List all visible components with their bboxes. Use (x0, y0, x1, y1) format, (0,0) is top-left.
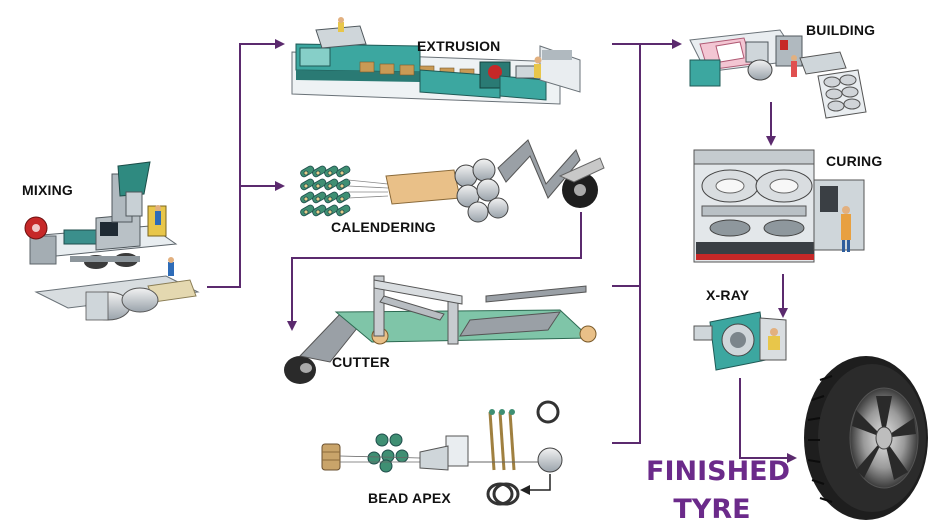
label-extrusion: EXTRUSION (417, 38, 501, 54)
bead-apex-illustration (321, 400, 563, 506)
building-machine-illustration (689, 29, 867, 119)
label-finished-line2: TYRE (673, 494, 751, 525)
flow-arrows (207, 39, 797, 463)
label-finished-tyre: FINISHED TYRE (646, 453, 791, 529)
label-building: BUILDING (806, 22, 876, 38)
arrow-calendering-to-cutter (287, 212, 582, 331)
label-curing: CURING (826, 153, 883, 169)
label-xray: X-RAY (706, 287, 750, 303)
finished-tyre-illustration (804, 356, 928, 520)
label-bead-apex: BEAD APEX (368, 490, 451, 506)
curing-press-illustration (693, 149, 865, 263)
arrow-collector-bus (612, 44, 641, 444)
calendering-illustration (300, 139, 605, 223)
arrow-xray-to-tyre (739, 378, 797, 463)
label-cutter: CUTTER (332, 354, 390, 370)
arrow-mixing-to-extrusion (207, 39, 285, 288)
label-mixing: MIXING (22, 182, 73, 198)
cutter-illustration (284, 275, 597, 384)
xray-machine-illustration (693, 311, 787, 371)
label-finished-line1: FINISHED (646, 456, 791, 487)
mixing-machine-illustration (24, 161, 200, 321)
extrusion-line-illustration (291, 17, 581, 105)
label-calendering: CALENDERING (331, 219, 436, 235)
